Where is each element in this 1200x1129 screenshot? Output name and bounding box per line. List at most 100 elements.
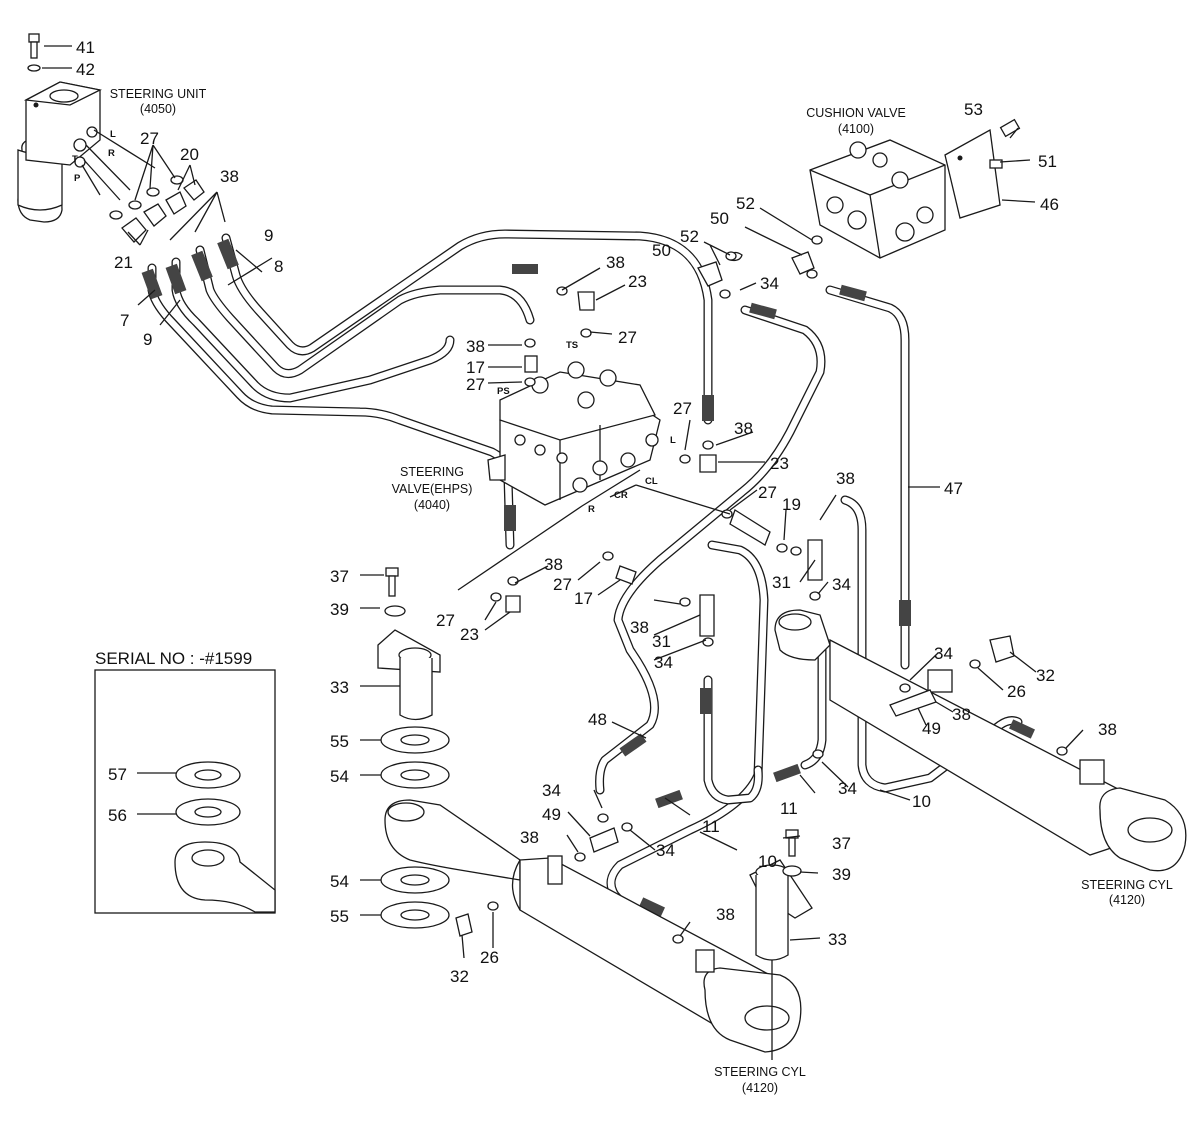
callout: 19	[782, 495, 801, 514]
callout: 38	[606, 253, 625, 272]
callout: 38	[544, 555, 563, 574]
callout: 38	[836, 469, 855, 488]
callout: 54	[330, 767, 349, 786]
callout: 21	[114, 253, 133, 272]
callout: 23	[770, 454, 789, 473]
callout: 34	[542, 781, 561, 800]
port-label: R	[108, 148, 115, 159]
steering-cyl-bottom-label: STEERING CYL	[714, 1065, 806, 1079]
callout: 37	[330, 567, 349, 586]
pin-assembly-left	[377, 567, 450, 929]
callout: 20	[180, 145, 199, 164]
callout: 11	[780, 799, 798, 818]
callout: 50	[652, 241, 671, 260]
callout: 26	[480, 948, 499, 967]
port-label: PS	[497, 386, 510, 397]
hose-crimps	[141, 238, 1035, 917]
callout: 27	[618, 328, 637, 347]
port-label: L	[670, 435, 676, 446]
callout: 55	[330, 907, 349, 926]
callout: 9	[264, 226, 273, 245]
callout: 37	[832, 834, 851, 853]
callout: 17	[466, 358, 485, 377]
steering-valve-label-1: STEERING	[400, 465, 464, 479]
part-callouts: 41 42 27 20 38 9 8 21 7 9 53 51 46 52 50…	[76, 38, 1117, 986]
port-label: R	[588, 504, 595, 515]
port-label: CL	[645, 476, 658, 487]
callout: 27	[436, 611, 455, 630]
cushion-valve-code: (4100)	[838, 122, 874, 136]
callout: 57	[108, 765, 127, 784]
steering-cyl-right-label: STEERING CYL	[1081, 878, 1173, 892]
cushion-valve	[809, 128, 1001, 259]
serial-inset	[94, 669, 276, 914]
callout: 42	[76, 60, 95, 79]
callout: 51	[1038, 152, 1057, 171]
hose-lines	[147, 229, 1023, 917]
port-label: P	[74, 173, 81, 184]
callout: 53	[964, 100, 983, 119]
callout: 9	[143, 330, 152, 349]
callout: 52	[736, 194, 755, 213]
callout: 27	[758, 483, 777, 502]
callout: 38	[630, 618, 649, 637]
leader-lines	[42, 45, 1084, 1060]
callout: 8	[274, 257, 283, 276]
callout: 38	[520, 828, 539, 847]
port-label: T	[72, 154, 78, 165]
callout: 11	[702, 817, 720, 836]
callout: 33	[330, 678, 349, 697]
callout: 34	[838, 779, 857, 798]
callout: 46	[1040, 195, 1059, 214]
callout: 39	[832, 865, 851, 884]
callout: 52	[680, 227, 699, 246]
callout: 23	[460, 625, 479, 644]
callout: 38	[1098, 720, 1117, 739]
callout: 31	[652, 632, 671, 651]
callout: 49	[542, 805, 561, 824]
callout: 41	[76, 38, 95, 57]
callout: 54	[330, 872, 349, 891]
pin-assembly-bottom	[749, 829, 813, 961]
steering-unit-code: (4050)	[140, 102, 176, 116]
steering-unit	[17, 81, 156, 223]
callout: 33	[828, 930, 847, 949]
callout: 27	[140, 129, 159, 148]
callout: 38	[952, 705, 971, 724]
port-label: CR	[614, 490, 628, 501]
callout: 56	[108, 806, 127, 825]
cushion-valve-label: CUSHION VALVE	[806, 106, 906, 120]
callout: 10	[912, 792, 931, 811]
steering-cylinder-right	[774, 609, 1187, 872]
callout: 38	[466, 337, 485, 356]
callout: 10	[758, 852, 777, 871]
callout: 34	[656, 841, 675, 860]
callout: 50	[710, 209, 729, 228]
callout: 38	[734, 419, 753, 438]
callout: 39	[330, 600, 349, 619]
callout: 7	[120, 311, 129, 330]
callout: 34	[934, 644, 953, 663]
steering-valve-code: (4040)	[414, 498, 450, 512]
callout: 32	[1036, 666, 1055, 685]
steering-cyl-right-code: (4120)	[1109, 893, 1145, 907]
port-label: TS	[566, 340, 578, 351]
callout: 32	[450, 967, 469, 986]
callout: 38	[220, 167, 239, 186]
callout: 49	[922, 719, 941, 738]
port-labels: L R T P TS PS L CL CR R	[72, 129, 676, 515]
callout: 55	[330, 732, 349, 751]
callout: 48	[588, 710, 607, 729]
callout: 23	[628, 272, 647, 291]
steering-valve	[487, 361, 661, 506]
callout: 38	[716, 905, 735, 924]
callout: 34	[654, 653, 673, 672]
steering-cyl-bottom-code: (4120)	[742, 1081, 778, 1095]
port-label: L	[110, 129, 116, 140]
callout: 27	[673, 399, 692, 418]
callout: 34	[760, 274, 779, 293]
callout: 47	[944, 479, 963, 498]
callout: 27	[553, 575, 572, 594]
steering-valve-label-2: VALVE(EHPS)	[392, 482, 473, 496]
